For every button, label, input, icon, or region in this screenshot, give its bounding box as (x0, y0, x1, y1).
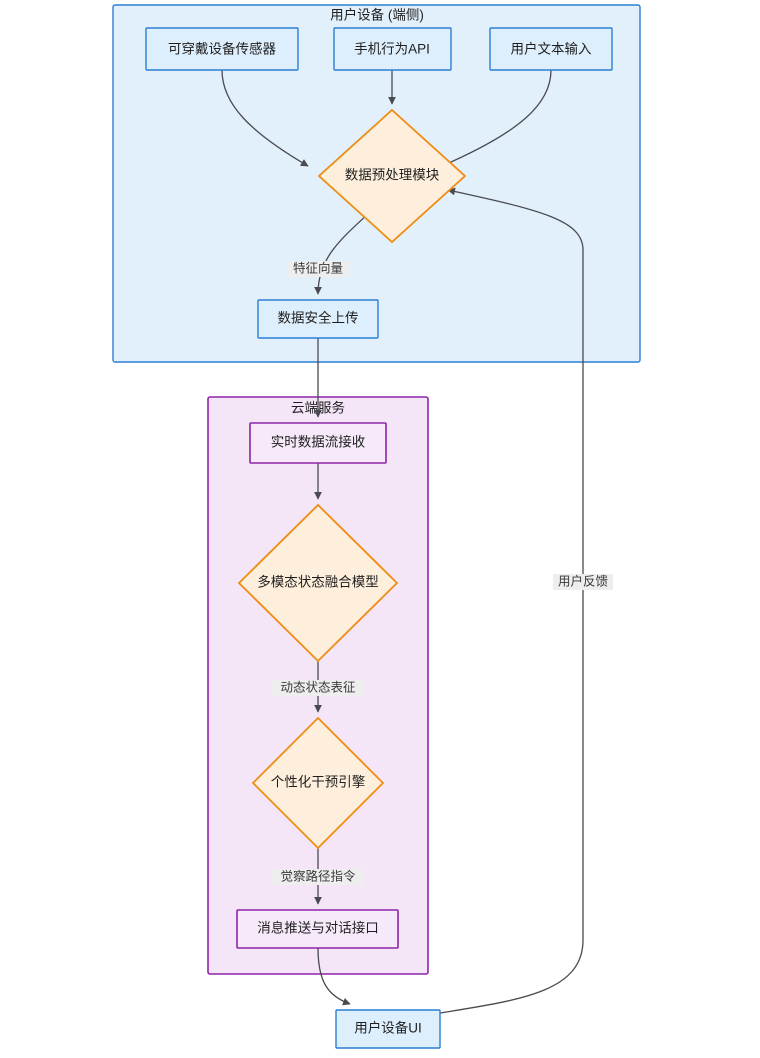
node-push-box[interactable] (236, 909, 399, 949)
node-textinput[interactable]: 用户文本输入 (489, 27, 613, 71)
node-fusion[interactable]: 多模态状态融合模型 (237, 503, 399, 663)
edge-label-user-feedback: 用户反馈 (558, 573, 608, 588)
node-push[interactable]: 消息推送与对话接口 (236, 909, 399, 949)
edges-layer: 特征向量 动态状态表征 觉察路径指令 用户反馈 (221, 69, 613, 1014)
node-intervention-diamond[interactable] (251, 716, 385, 850)
node-stream-label: 实时数据流接收 (271, 434, 366, 450)
edge-wearable-to-preprocess (221, 69, 309, 167)
edge-label-bg-user-feedback (553, 574, 613, 590)
node-stream-box[interactable] (249, 422, 387, 464)
node-deviceui-label: 用户设备UI (354, 1020, 422, 1036)
edge-label-bg-awareness-path (272, 869, 364, 885)
node-fusion-diamond[interactable] (237, 503, 399, 663)
node-intervention-label: 个性化干预引擎 (271, 775, 366, 790)
edge-preprocess-to-upload (314, 211, 371, 295)
node-textinput-label: 用户文本输入 (511, 41, 592, 57)
node-upload-label: 数据安全上传 (278, 310, 359, 326)
edge-label-bg-dynamic-state (272, 680, 364, 696)
node-deviceui[interactable]: 用户设备UI (335, 1009, 441, 1049)
edge-deviceui-to-preprocess (439, 187, 584, 1014)
node-wearable-label: 可穿戴设备传感器 (168, 41, 276, 57)
edge-label-feature-vector: 特征向量 (293, 260, 343, 275)
node-phoneapi-label: 手机行为API (354, 42, 430, 57)
node-phoneapi-box[interactable] (333, 27, 452, 71)
node-wearable-box[interactable] (145, 27, 299, 71)
edge-label-bg-feature-vector (287, 261, 349, 277)
node-upload-box[interactable] (257, 299, 379, 339)
nodes-layer: 可穿戴设备传感器 手机行为API 用户文本输入 数据预处理模块 数据安全上传 (145, 27, 613, 1049)
node-deviceui-box[interactable] (335, 1009, 441, 1049)
node-textinput-box[interactable] (489, 27, 613, 71)
node-preprocess[interactable]: 数据预处理模块 (317, 108, 467, 244)
node-wearable[interactable]: 可穿戴设备传感器 (145, 27, 299, 71)
node-upload[interactable]: 数据安全上传 (257, 299, 379, 339)
node-stream[interactable]: 实时数据流接收 (249, 422, 387, 464)
edge-push-to-deviceui (317, 947, 351, 1006)
node-preprocess-diamond[interactable] (317, 108, 467, 244)
node-phoneapi[interactable]: 手机行为API (333, 27, 452, 71)
node-intervention[interactable]: 个性化干预引擎 (251, 716, 385, 850)
edge-label-dynamic-state: 动态状态表征 (280, 680, 356, 694)
node-fusion-label: 多模态状态融合模型 (257, 574, 379, 590)
cluster-device-label: 用户设备 (端侧) (330, 7, 424, 23)
node-preprocess-label: 数据预处理模块 (345, 168, 440, 183)
node-push-label: 消息推送与对话接口 (257, 920, 379, 936)
edge-textinput-to-preprocess (441, 69, 552, 167)
edge-label-awareness-path: 觉察路径指令 (280, 868, 356, 883)
